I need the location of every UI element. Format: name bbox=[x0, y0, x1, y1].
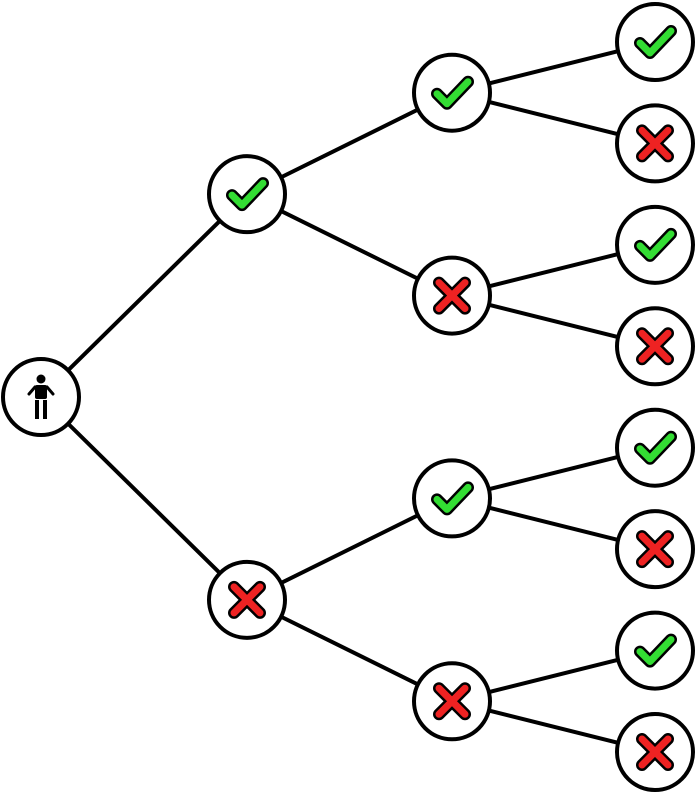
check-icon bbox=[634, 227, 677, 262]
cross-icon bbox=[433, 276, 471, 315]
outcome-node-cross bbox=[615, 712, 695, 792]
outcome-node-cross bbox=[412, 255, 492, 336]
cross-icon bbox=[636, 327, 674, 366]
outcome-node-check bbox=[412, 458, 492, 539]
tree-edges bbox=[39, 40, 656, 754]
cross-icon bbox=[228, 580, 266, 619]
cross-icon bbox=[636, 530, 674, 569]
root-node bbox=[1, 357, 81, 437]
outcome-node-check bbox=[615, 204, 695, 285]
outcome-node-check bbox=[207, 154, 287, 235]
check-icon bbox=[634, 430, 677, 465]
outcome-node-cross bbox=[412, 661, 492, 742]
check-icon bbox=[634, 633, 677, 668]
check-icon bbox=[431, 481, 474, 516]
check-icon bbox=[226, 177, 269, 212]
cross-icon bbox=[636, 733, 674, 771]
outcome-node-cross bbox=[615, 103, 695, 184]
outcome-node-cross bbox=[615, 306, 695, 387]
outcome-node-check bbox=[615, 2, 695, 82]
person-icon bbox=[27, 374, 55, 419]
outcome-node-check bbox=[615, 407, 695, 488]
cross-icon bbox=[433, 682, 471, 721]
outcome-node-cross bbox=[207, 559, 287, 640]
tree-edge bbox=[39, 395, 249, 602]
outcome-node-check bbox=[615, 610, 695, 691]
outcome-node-check bbox=[412, 52, 492, 133]
tree-edge bbox=[39, 192, 249, 399]
outcome-node-cross bbox=[615, 509, 695, 590]
check-icon bbox=[431, 75, 474, 110]
cross-icon bbox=[636, 124, 674, 163]
check-icon bbox=[634, 25, 677, 59]
